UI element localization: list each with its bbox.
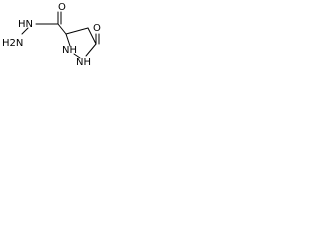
bond-carbonyl-ring [57, 23, 67, 35]
atom-ketone-oxygen: O [93, 23, 101, 34]
atom-hydrazine-nh2: H2N [2, 38, 23, 49]
atom-carbonyl-oxygen: O [58, 2, 66, 13]
bond-ring-nh-nh [73, 53, 81, 59]
atom-ring-nh-top: NH [62, 45, 77, 56]
atom-ring-nh-bottom: NH [76, 57, 91, 68]
bond-ring-cketone-nh [85, 43, 97, 57]
bond-ring-ch2-cketone [87, 27, 97, 45]
bond-hn-nh2 [21, 27, 29, 35]
bonds [21, 11, 100, 59]
bond-ring-c-ch2 [65, 27, 89, 35]
atom-labels: O HN H2N NH NH O [2, 2, 101, 68]
molecule-diagram: O HN H2N NH NH O [2, 2, 101, 68]
atom-hydrazine-nh: HN [18, 19, 33, 30]
bond-ring-c-nh [65, 33, 71, 47]
